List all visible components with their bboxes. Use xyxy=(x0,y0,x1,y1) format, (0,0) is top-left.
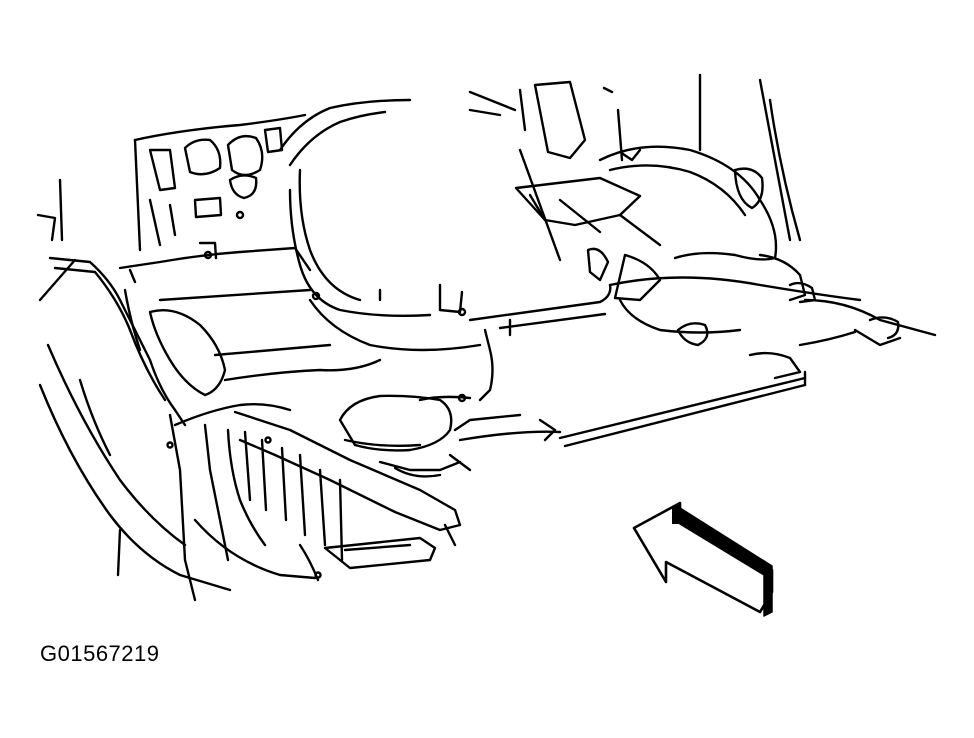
floor-carpet-panel-icon xyxy=(558,276,937,448)
figure-id-label: G01567219 xyxy=(40,641,160,666)
left-quarter-panel-icon xyxy=(36,178,232,592)
rear-cargo-floor-icon xyxy=(158,247,612,402)
rear-sill-plate-icon xyxy=(226,393,562,582)
left-wheelhouse-icon xyxy=(48,256,317,602)
view-direction-arrow-icon xyxy=(632,501,774,617)
misc-detail-lines-icon xyxy=(123,90,517,579)
right-wheelhouse-icon xyxy=(514,73,817,304)
rear-seat-back-panel-icon xyxy=(118,113,312,284)
c-pillar-trim-icon xyxy=(278,98,432,318)
